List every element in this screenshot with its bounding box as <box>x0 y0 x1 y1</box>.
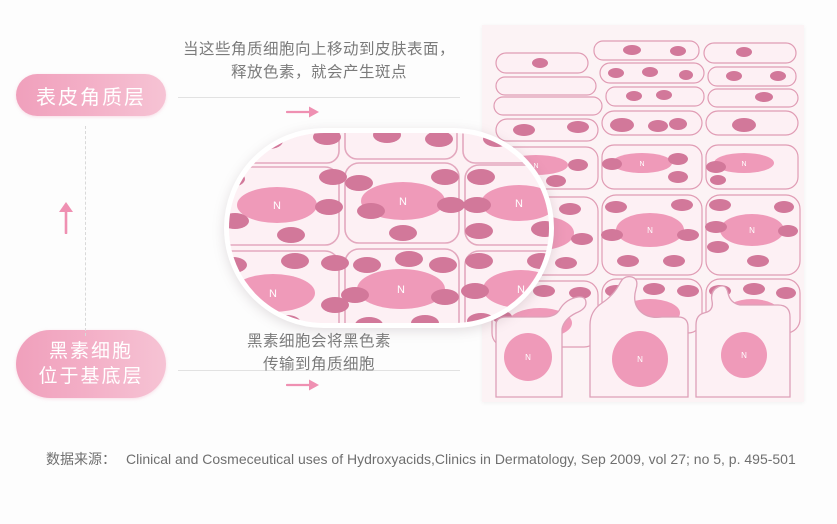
annotation-bottom-line1: 黑素细胞会将黑色素 <box>246 333 391 350</box>
nucleus-letter: N <box>639 161 644 168</box>
source-citation: 数据来源： Clinical and Cosmeceutical uses of… <box>46 448 806 470</box>
nucleus-letter: N <box>517 284 525 296</box>
annotation-top-line2: 释放色素，就会产生斑点 <box>230 64 407 82</box>
nucleus-letter: N <box>515 198 523 210</box>
label-pill-melanocyte-line1: 黑素细胞 <box>48 340 133 362</box>
nucleus-letter: N <box>741 351 747 360</box>
nucleus-letter: N <box>273 200 281 212</box>
label-pill-melanocyte[interactable]: 黑素细胞 位于基底层 <box>16 330 166 398</box>
nucleus-letter: N <box>397 284 405 296</box>
annotation-bottom-line2: 传输到角质细胞 <box>262 356 375 374</box>
nucleus-letter: N <box>399 196 407 208</box>
nucleus-letter: N <box>749 226 755 235</box>
annotation-rule-bottom <box>178 370 460 371</box>
annotation-rule-top <box>178 97 460 98</box>
source-text: Clinical and Cosmeceutical uses of Hydro… <box>126 451 796 467</box>
nucleus-letter: N <box>741 161 746 168</box>
magnifier-lens: N N N N N N <box>224 128 554 328</box>
up-arrow-icon <box>59 202 73 234</box>
nucleus-letter: N <box>525 353 531 362</box>
label-pill-epidermis[interactable]: 表皮角质层 <box>16 74 166 116</box>
right-arrow-icon <box>286 106 319 118</box>
annotation-bottom: 黑素细胞会将黑色素 传输到角质细胞 <box>148 330 490 377</box>
label-pill-epidermis-text: 表皮角质层 <box>36 86 146 109</box>
annotation-top: 当这些角质细胞向上移动到皮肤表面， 释放色素，就会产生斑点 <box>148 38 490 85</box>
nucleus-letter: N <box>269 288 277 300</box>
label-pill-melanocyte-line2: 位于基底层 <box>38 366 144 387</box>
magnified-keratinocytes-svg: N N N N N N <box>229 133 549 323</box>
nucleus-letter: N <box>647 226 653 235</box>
nucleus-letter: N <box>637 355 643 364</box>
annotation-top-line1: 当这些角质细胞向上移动到皮肤表面， <box>182 41 455 58</box>
right-arrow-icon <box>286 379 319 391</box>
vertical-dashed-connector <box>85 126 86 336</box>
source-label: 数据来源： <box>46 451 116 467</box>
